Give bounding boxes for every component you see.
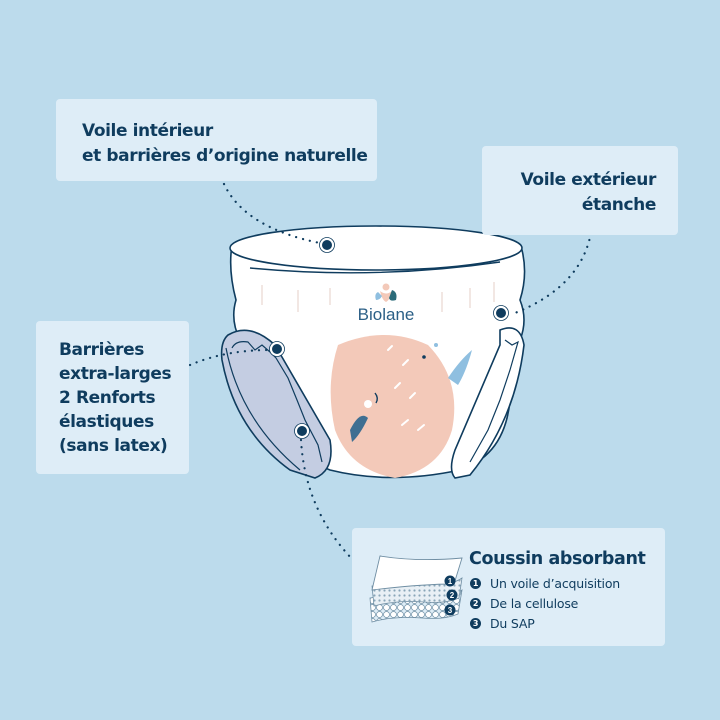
svg-text:2: 2 xyxy=(450,591,455,600)
svg-text:3: 3 xyxy=(448,606,453,615)
marker-outer-veil xyxy=(493,305,509,321)
diaper-icon xyxy=(220,225,526,479)
callout-line: Voile intérieur xyxy=(82,121,213,141)
pad-layer-item: 3 Du SAP xyxy=(470,613,620,633)
brand-name: Biolane xyxy=(358,305,415,324)
marker-inner-veil xyxy=(319,237,335,253)
callout-line: et barrières d’origine naturelle xyxy=(82,146,368,166)
callout-absorbent-pad: 1 2 3 Coussin absorbant 1 Un voile d’acq… xyxy=(352,528,665,646)
marker-icons xyxy=(269,237,509,439)
marker-barriers xyxy=(269,341,285,357)
number-badge-icon: 2 xyxy=(470,597,481,609)
pad-layer-item: 2 De la cellulose xyxy=(470,593,620,613)
callout-outer-veil: Voile extérieur étanche xyxy=(482,146,678,235)
callout-line: 2 Renforts xyxy=(59,388,156,408)
callout-barriers: Barrières extra-larges 2 Renforts élasti… xyxy=(36,321,189,474)
callout-inner-veil: Voile intérieur et barrières d’origine n… xyxy=(56,99,377,181)
callout-line: extra-larges xyxy=(59,364,172,384)
pad-layer-label: De la cellulose xyxy=(490,595,579,611)
svg-text:1: 1 xyxy=(448,577,453,586)
callout-line: élastiques xyxy=(59,412,154,432)
pad-layer-label: Du SAP xyxy=(490,615,535,631)
absorbent-layers-icon: 1 2 3 xyxy=(369,555,463,623)
biolane-logo: Biolane xyxy=(358,283,415,324)
number-badge-icon: 3 xyxy=(470,617,481,629)
marker-pad xyxy=(294,423,310,439)
callout-line: (sans latex) xyxy=(59,436,168,456)
pad-layer-item: 1 Un voile d’acquisition xyxy=(470,573,620,593)
callout-line: Barrières xyxy=(59,340,144,360)
number-badge-icon: 1 xyxy=(470,577,481,589)
connector-lines xyxy=(188,182,594,562)
pad-layer-label: Un voile d’acquisition xyxy=(490,575,620,591)
callout-line: Voile extérieur xyxy=(520,170,657,190)
pad-title: Coussin absorbant xyxy=(469,549,646,569)
pad-layer-list: 1 Un voile d’acquisition 2 De la cellulo… xyxy=(470,573,620,633)
callout-line: étanche xyxy=(581,195,657,215)
